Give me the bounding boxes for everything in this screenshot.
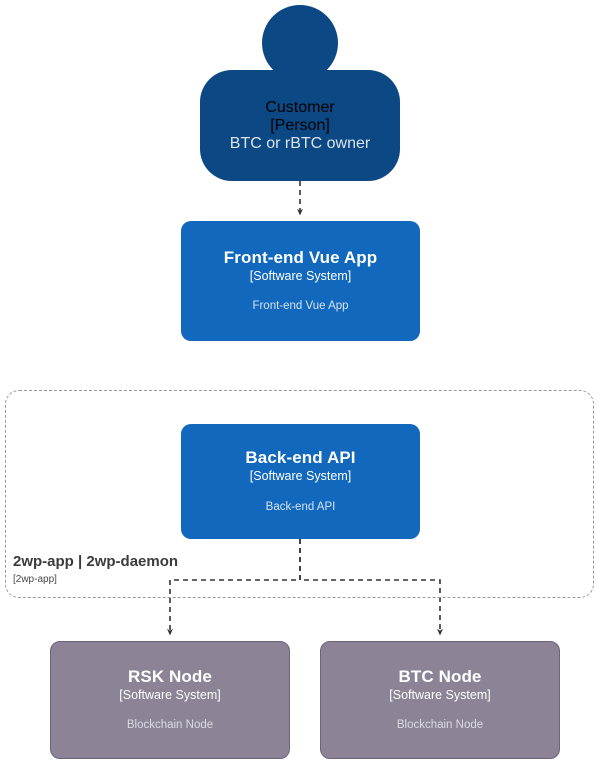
node-btc-node[interactable]: BTC Node [Software System] Blockchain No… [320,641,560,759]
person-head-icon [262,5,338,81]
node-customer-title: Customer [265,98,335,116]
boundary-label: 2wp-app | 2wp-daemon [2wp-app] [13,553,178,586]
node-frontend-type: [Software System] [249,268,352,283]
node-backend-type: [Software System] [249,469,352,484]
person-body: Customer [Person] BTC or rBTC owner [200,70,400,181]
node-frontend-vue-app[interactable]: Front-end Vue App [Software System] Fron… [181,221,420,341]
node-customer[interactable]: Customer [Person] BTC or rBTC owner [200,5,400,181]
node-rsk-title: RSK Node [128,666,212,686]
node-backend-description: Back-end API [265,500,336,513]
node-backend-api[interactable]: Back-end API [Software System] Back-end … [181,424,420,539]
node-customer-description: BTC or rBTC owner [229,134,371,152]
node-customer-type: [Person] [270,116,330,134]
node-rsk-description: Blockchain Node [126,719,214,732]
node-btc-description: Blockchain Node [396,719,484,732]
node-frontend-description: Front-end Vue App [252,300,349,313]
node-rsk-type: [Software System] [119,687,221,702]
node-btc-title: BTC Node [398,666,482,686]
node-backend-title: Back-end API [245,448,356,468]
node-rsk-node[interactable]: RSK Node [Software System] Blockchain No… [50,641,290,759]
boundary-2wp-app [5,390,594,598]
boundary-type: [2wp-app] [13,574,57,585]
node-btc-type: [Software System] [389,687,491,702]
node-frontend-title: Front-end Vue App [223,247,378,267]
boundary-title: 2wp-app | 2wp-daemon [13,553,179,570]
